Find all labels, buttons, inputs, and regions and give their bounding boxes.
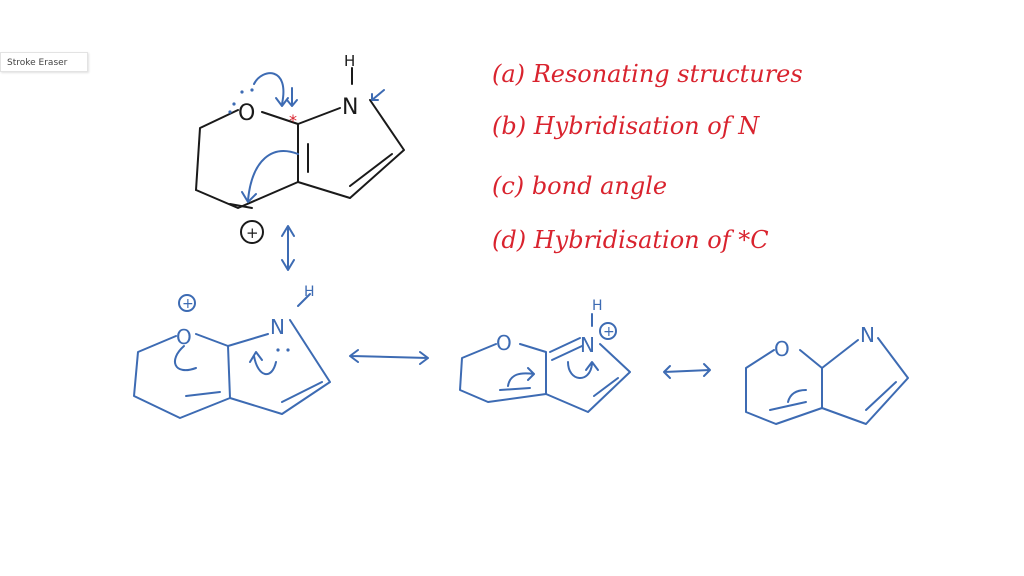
oxygen-atom: O [774, 337, 790, 361]
oxygen-atom: O [176, 325, 192, 349]
question-c: (c) bond angle [492, 172, 667, 200]
charge-sign: + [246, 224, 259, 242]
question-d: (d) Hybridisation of *C [492, 226, 769, 254]
resonance-arrow-icon [349, 349, 429, 365]
five-ring-bonds [297, 99, 405, 199]
curved-arrow-icon [567, 361, 599, 379]
curved-arrow-icon [507, 367, 535, 387]
nitrogen-atom: N [342, 95, 358, 120]
nitrogen-atom: N [860, 323, 875, 347]
hydrogen-atom: H [304, 284, 315, 300]
resonance-structure-3: O N [745, 323, 909, 425]
pointer-arrow-icon [371, 89, 385, 101]
stroke-eraser-tooltip: Stroke Eraser [0, 52, 88, 72]
bond-c-n [297, 107, 341, 125]
charge-circle-icon [178, 294, 196, 312]
charge-circle-icon [599, 322, 617, 340]
oxygen-atom: O [238, 101, 255, 126]
question-b: (b) Hybridisation of N [492, 112, 760, 140]
nitrogen-atom: N [580, 333, 595, 357]
resonance-arrow-icon [663, 363, 711, 379]
main-structure: O N H + * [195, 52, 405, 244]
main-arrows [228, 72, 385, 271]
curved-arrow-icon [253, 355, 277, 375]
nitrogen-atom: N [270, 315, 285, 339]
questions: (a) Resonating structures (b) Hybridisat… [492, 60, 803, 254]
oxygen-atom: O [496, 331, 512, 355]
curved-arrow-icon [173, 345, 197, 371]
resonance-structure-1: O N H + [133, 284, 331, 419]
hydrogen-atom: H [592, 298, 603, 314]
hydrogen-atom: H [344, 52, 355, 70]
five-ring-double-bond [349, 153, 393, 187]
resonance-vertical-arrow-icon [281, 225, 295, 271]
ring-bond-bottom [195, 181, 299, 209]
question-a: (a) Resonating structures [492, 60, 803, 88]
resonance-structure-2: O N H + [459, 298, 631, 413]
down-arrow-icon [286, 87, 298, 107]
curved-arrow-icon [253, 72, 285, 105]
charge-sign: + [603, 324, 615, 340]
charge-sign: + [182, 296, 194, 312]
star-marker: * [289, 111, 297, 130]
curved-arrow-icon [247, 150, 299, 201]
ring-bond-o-left [195, 109, 239, 191]
charge-circle-icon [240, 220, 264, 244]
